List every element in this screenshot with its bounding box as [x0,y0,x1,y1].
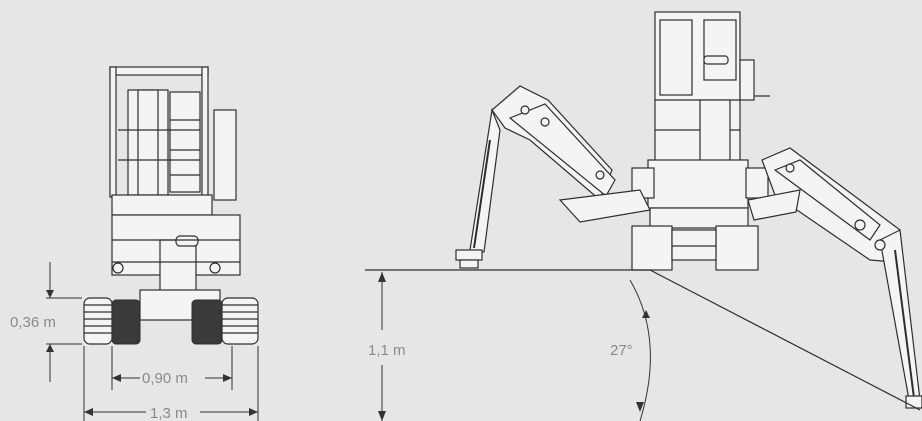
total-width-dimension: 1,3 m [83,346,259,421]
track-height-dimension: 0,36 m [10,262,82,382]
track-gauge-dimension: 0,90 m [111,346,233,390]
right-outrigger [747,147,922,409]
terrain [365,269,921,411]
outrigger-height-label: 1,1 m [368,342,406,359]
total-width-label: 1,3 m [150,405,188,421]
track-height-label: 0,36 m [10,314,56,331]
slope-angle-dimension: 27° [610,279,651,421]
front-view-machine [83,66,259,345]
slope-angle-label: 27° [610,342,633,359]
right-track [191,297,259,345]
left-track [83,297,141,345]
outrigger-height-dimension: 1,1 m [368,272,406,421]
track-gauge-label: 0,90 m [142,370,188,387]
side-view-machine [455,11,922,409]
left-outrigger [455,85,651,269]
